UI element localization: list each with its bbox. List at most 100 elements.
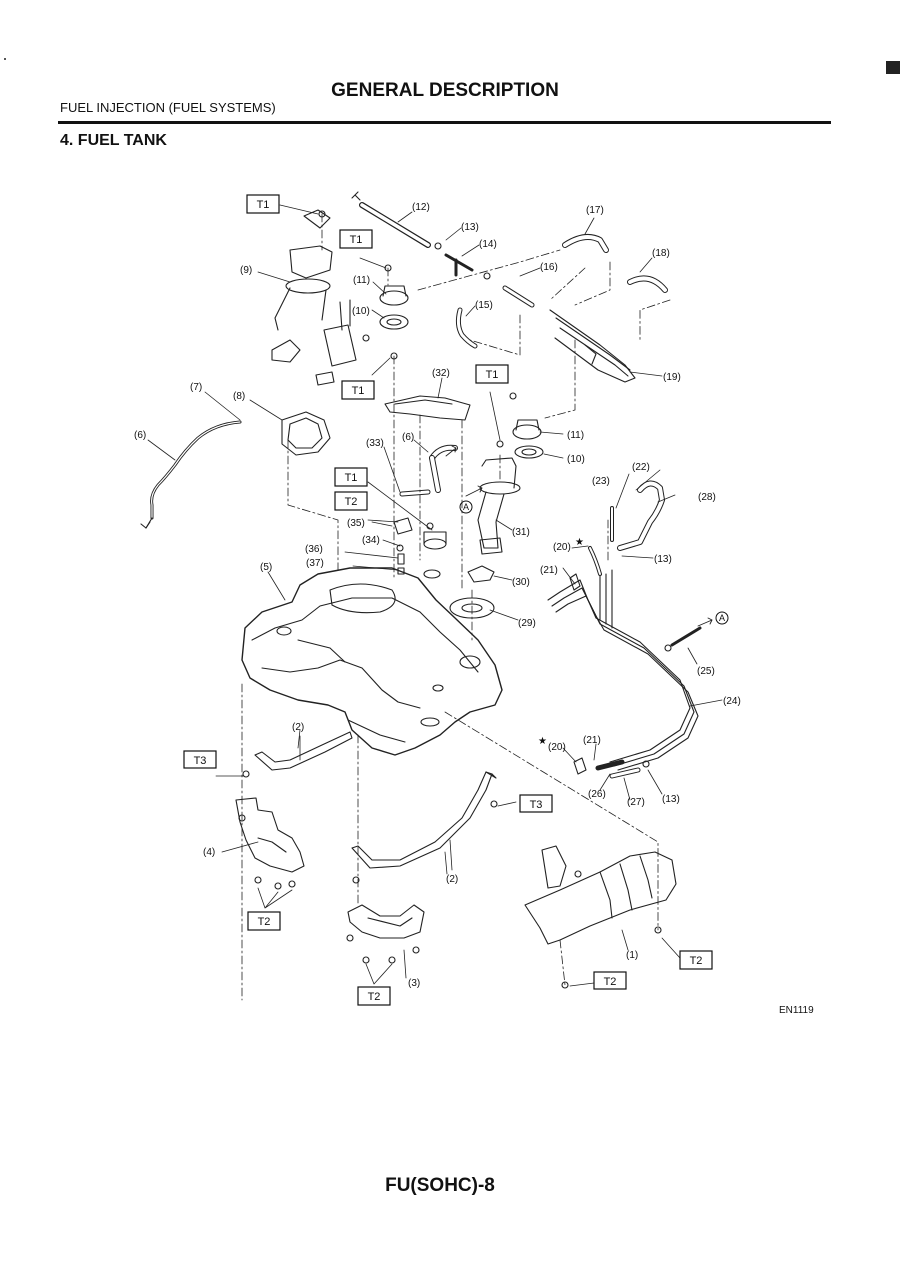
hose-26-27 [595,759,650,779]
torque-label: T1 [345,472,358,484]
torque-label: T2 [258,916,271,928]
pipe-25 [664,626,702,652]
figure-code: EN1119 [779,1005,814,1016]
tank-band-right [351,771,497,871]
callout-21: (21) [583,735,601,746]
callout-37: (37) [306,558,324,569]
protector-right [524,845,677,945]
callout-18: (18) [652,248,670,259]
callout-23: (23) [592,476,610,487]
fuel-tank [241,567,503,756]
torque-label: T2 [690,955,703,967]
callout-20: (20) [548,742,566,753]
star-markers: ★ ★ [538,537,584,747]
page-title: GENERAL DESCRIPTION [331,80,559,101]
callout-15: (15) [475,300,493,311]
callout-36: (36) [305,544,323,555]
heat-shield-plate [384,395,471,421]
callout-2: (2) [446,874,458,885]
ref-a-circles [459,500,729,625]
callout-10: (10) [352,306,370,317]
callout-numbers: (12) (13) (14) (17) (18) (16) (9) (11) (… [134,202,741,989]
callout-28: (28) [698,492,716,503]
torque-box-t3 [183,750,217,769]
callout-12: (12) [412,202,430,213]
torque-boxes [183,194,713,1006]
sub-fuel-pump [477,457,521,555]
torque-label: T1 [352,385,365,397]
callout-11: (11) [567,430,584,441]
arrow-a-markers [445,445,713,627]
torque-label: T2 [604,976,617,988]
hose-13-14-top [434,242,491,280]
callout-21: (21) [540,565,558,576]
callout-17: (17) [586,205,604,216]
fuel-cap-left [379,285,409,330]
star-marker: ★ [538,736,547,747]
callout-6: (6) [134,430,146,441]
callout-11: (11) [353,275,370,286]
valve-34 [423,531,447,550]
filler-hose [140,420,242,529]
torque-label: T2 [345,496,358,508]
torque-label: T1 [486,369,499,381]
torque-box-t1 [339,229,373,249]
torque-label: T3 [530,799,543,811]
parts-36-37 [397,553,441,579]
torque-label: T1 [257,199,270,211]
callout-27: (27) [627,797,645,808]
hose-16 [502,285,535,308]
torque-box-t1 [475,364,509,384]
bolts [238,210,662,989]
hose-12 [351,191,431,248]
callout-6: (6) [402,432,414,443]
fuel-cap-right [512,419,544,459]
fuel-pipes-assembly [547,546,699,771]
fuel-pump-assembly [271,209,357,386]
torque-box-t1 [341,380,375,400]
hose-28 [617,480,665,551]
callout-4: (4) [203,847,215,858]
header-rule [58,121,831,124]
protector-left [235,797,305,873]
evaporation-pipe [549,309,636,383]
section-label: FUEL INJECTION (FUEL SYSTEMS) [60,100,276,115]
vent-hose-center [429,444,458,493]
ref-a-letters: A A [463,502,725,623]
callout-7: (7) [190,382,202,393]
callout-1: (1) [626,950,638,961]
callout-20: (20) [553,542,571,553]
torque-box-t2 [593,971,627,990]
hose-33 [399,489,431,497]
page-number: FU(SOHC)-8 [385,1175,495,1196]
gasket-30 [467,565,495,583]
star-marker: ★ [575,537,584,548]
callout-2: (2) [292,722,304,733]
torque-label: T3 [194,755,207,767]
torque-box-t2 [334,491,368,511]
callout-32: (32) [432,368,450,379]
torque-box-t2 [247,911,281,931]
callout-34: (34) [362,535,380,546]
callout-25: (25) [697,666,715,677]
callout-8: (8) [233,391,245,402]
callout-16: (16) [540,262,558,273]
corner-tab-mark [886,61,900,74]
ref-a-letter: A [719,613,725,623]
callout-14: (14) [479,239,497,250]
torque-box-t1 [334,467,368,487]
callout-35: (35) [347,518,365,529]
hose-18 [627,275,668,293]
bracket-35 [393,517,413,535]
torque-box-t2 [357,986,391,1006]
callout-29: (29) [518,618,536,629]
scan-dot [4,58,6,60]
torque-box-t1 [246,194,280,214]
callout-24: (24) [723,696,741,707]
callout-30: (30) [512,577,530,588]
callout-33: (33) [366,438,384,449]
section-heading: 4. FUEL TANK [60,132,167,149]
torque-label: T1 [350,234,363,246]
callout-31: (31) [512,527,530,538]
